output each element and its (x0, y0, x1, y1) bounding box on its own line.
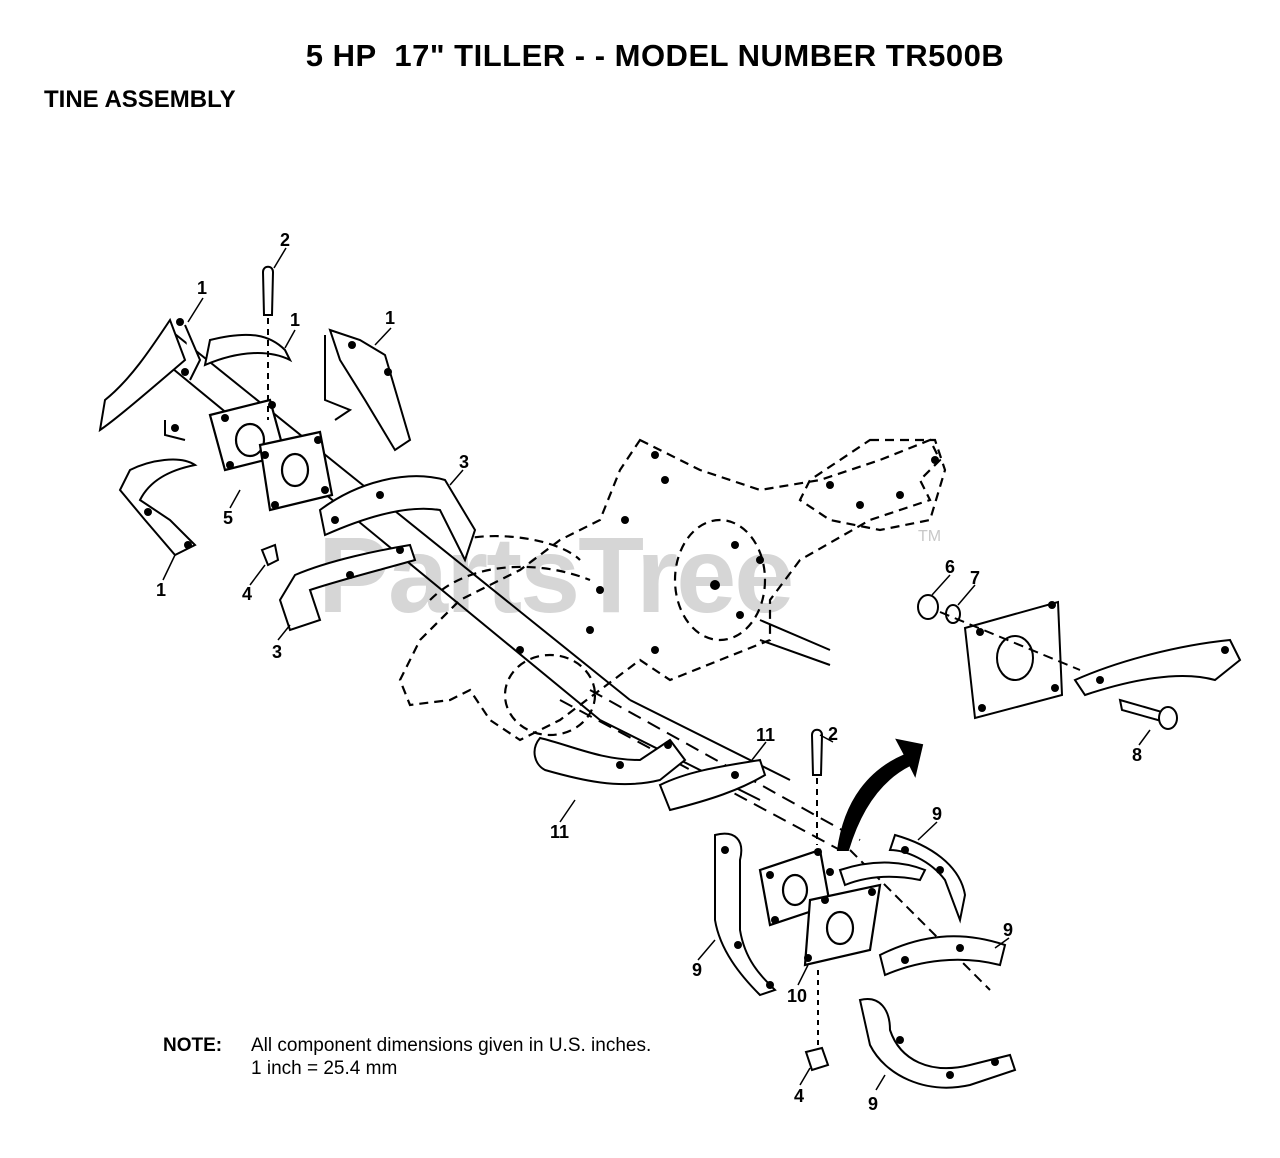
item-3-tines (278, 475, 477, 632)
callout-10: 10 (787, 986, 807, 1006)
note-line-conversion: 1 inch = 25.4 mm (251, 1058, 398, 1079)
page-title: 5 HP 17" TILLER - - MODEL NUMBER TR500B (305, 38, 1005, 73)
callout-6: 6 (945, 557, 955, 577)
callout-1-c: 1 (385, 308, 395, 328)
callout-9-d: 9 (868, 1094, 878, 1114)
item-9-tines (714, 832, 1017, 1089)
left-plate-bolts (221, 401, 329, 509)
callout-1-d: 1 (156, 580, 166, 600)
lower-mounting-plates (758, 848, 882, 967)
callout-1-b: 1 (290, 310, 300, 330)
callout-4-a: 4 (242, 584, 252, 604)
item-11-bolts (616, 741, 739, 779)
watermark-logo: PartsTree (318, 514, 794, 635)
item-9-bolts (721, 846, 999, 1079)
callout-1-a: 1 (197, 278, 207, 298)
item-3-bolts (331, 491, 404, 579)
callout-3-b: 3 (272, 642, 282, 662)
callout-9-b: 9 (1003, 920, 1013, 940)
callout-5: 5 (223, 508, 233, 528)
note-line-units: All component dimensions given in U.S. i… (251, 1035, 652, 1056)
callout-2-a: 2 (280, 230, 290, 250)
section-title: TINE ASSEMBLY (44, 86, 236, 113)
note-label: NOTE: (163, 1035, 223, 1056)
retaining-clips (260, 543, 830, 1072)
callout-3-a: 3 (459, 452, 469, 472)
leader-lines (162, 247, 1151, 1091)
right-plate-bolts (976, 601, 1229, 712)
item-11-tines (533, 736, 767, 812)
callout-11-a: 11 (756, 725, 775, 745)
rotation-arrow-icon (836, 738, 924, 851)
trademark-mark: TM (918, 528, 942, 545)
callout-7: 7 (970, 568, 980, 588)
transmission-housing (398, 438, 947, 742)
callout-11-b: 11 (550, 822, 569, 842)
callout-9-a: 9 (932, 804, 942, 824)
right-hardware (917, 594, 1242, 730)
lower-plate-bolts (766, 848, 876, 962)
left-mounting-plates (208, 398, 334, 512)
callout-2-b: 2 (828, 724, 838, 744)
transmission-bolts (516, 451, 939, 654)
hitch-pins (261, 265, 824, 845)
callout-4-b: 4 (794, 1086, 804, 1106)
left-tine-bolts (144, 318, 392, 549)
callout-9-c: 9 (692, 960, 702, 980)
callout-8: 8 (1132, 745, 1142, 765)
